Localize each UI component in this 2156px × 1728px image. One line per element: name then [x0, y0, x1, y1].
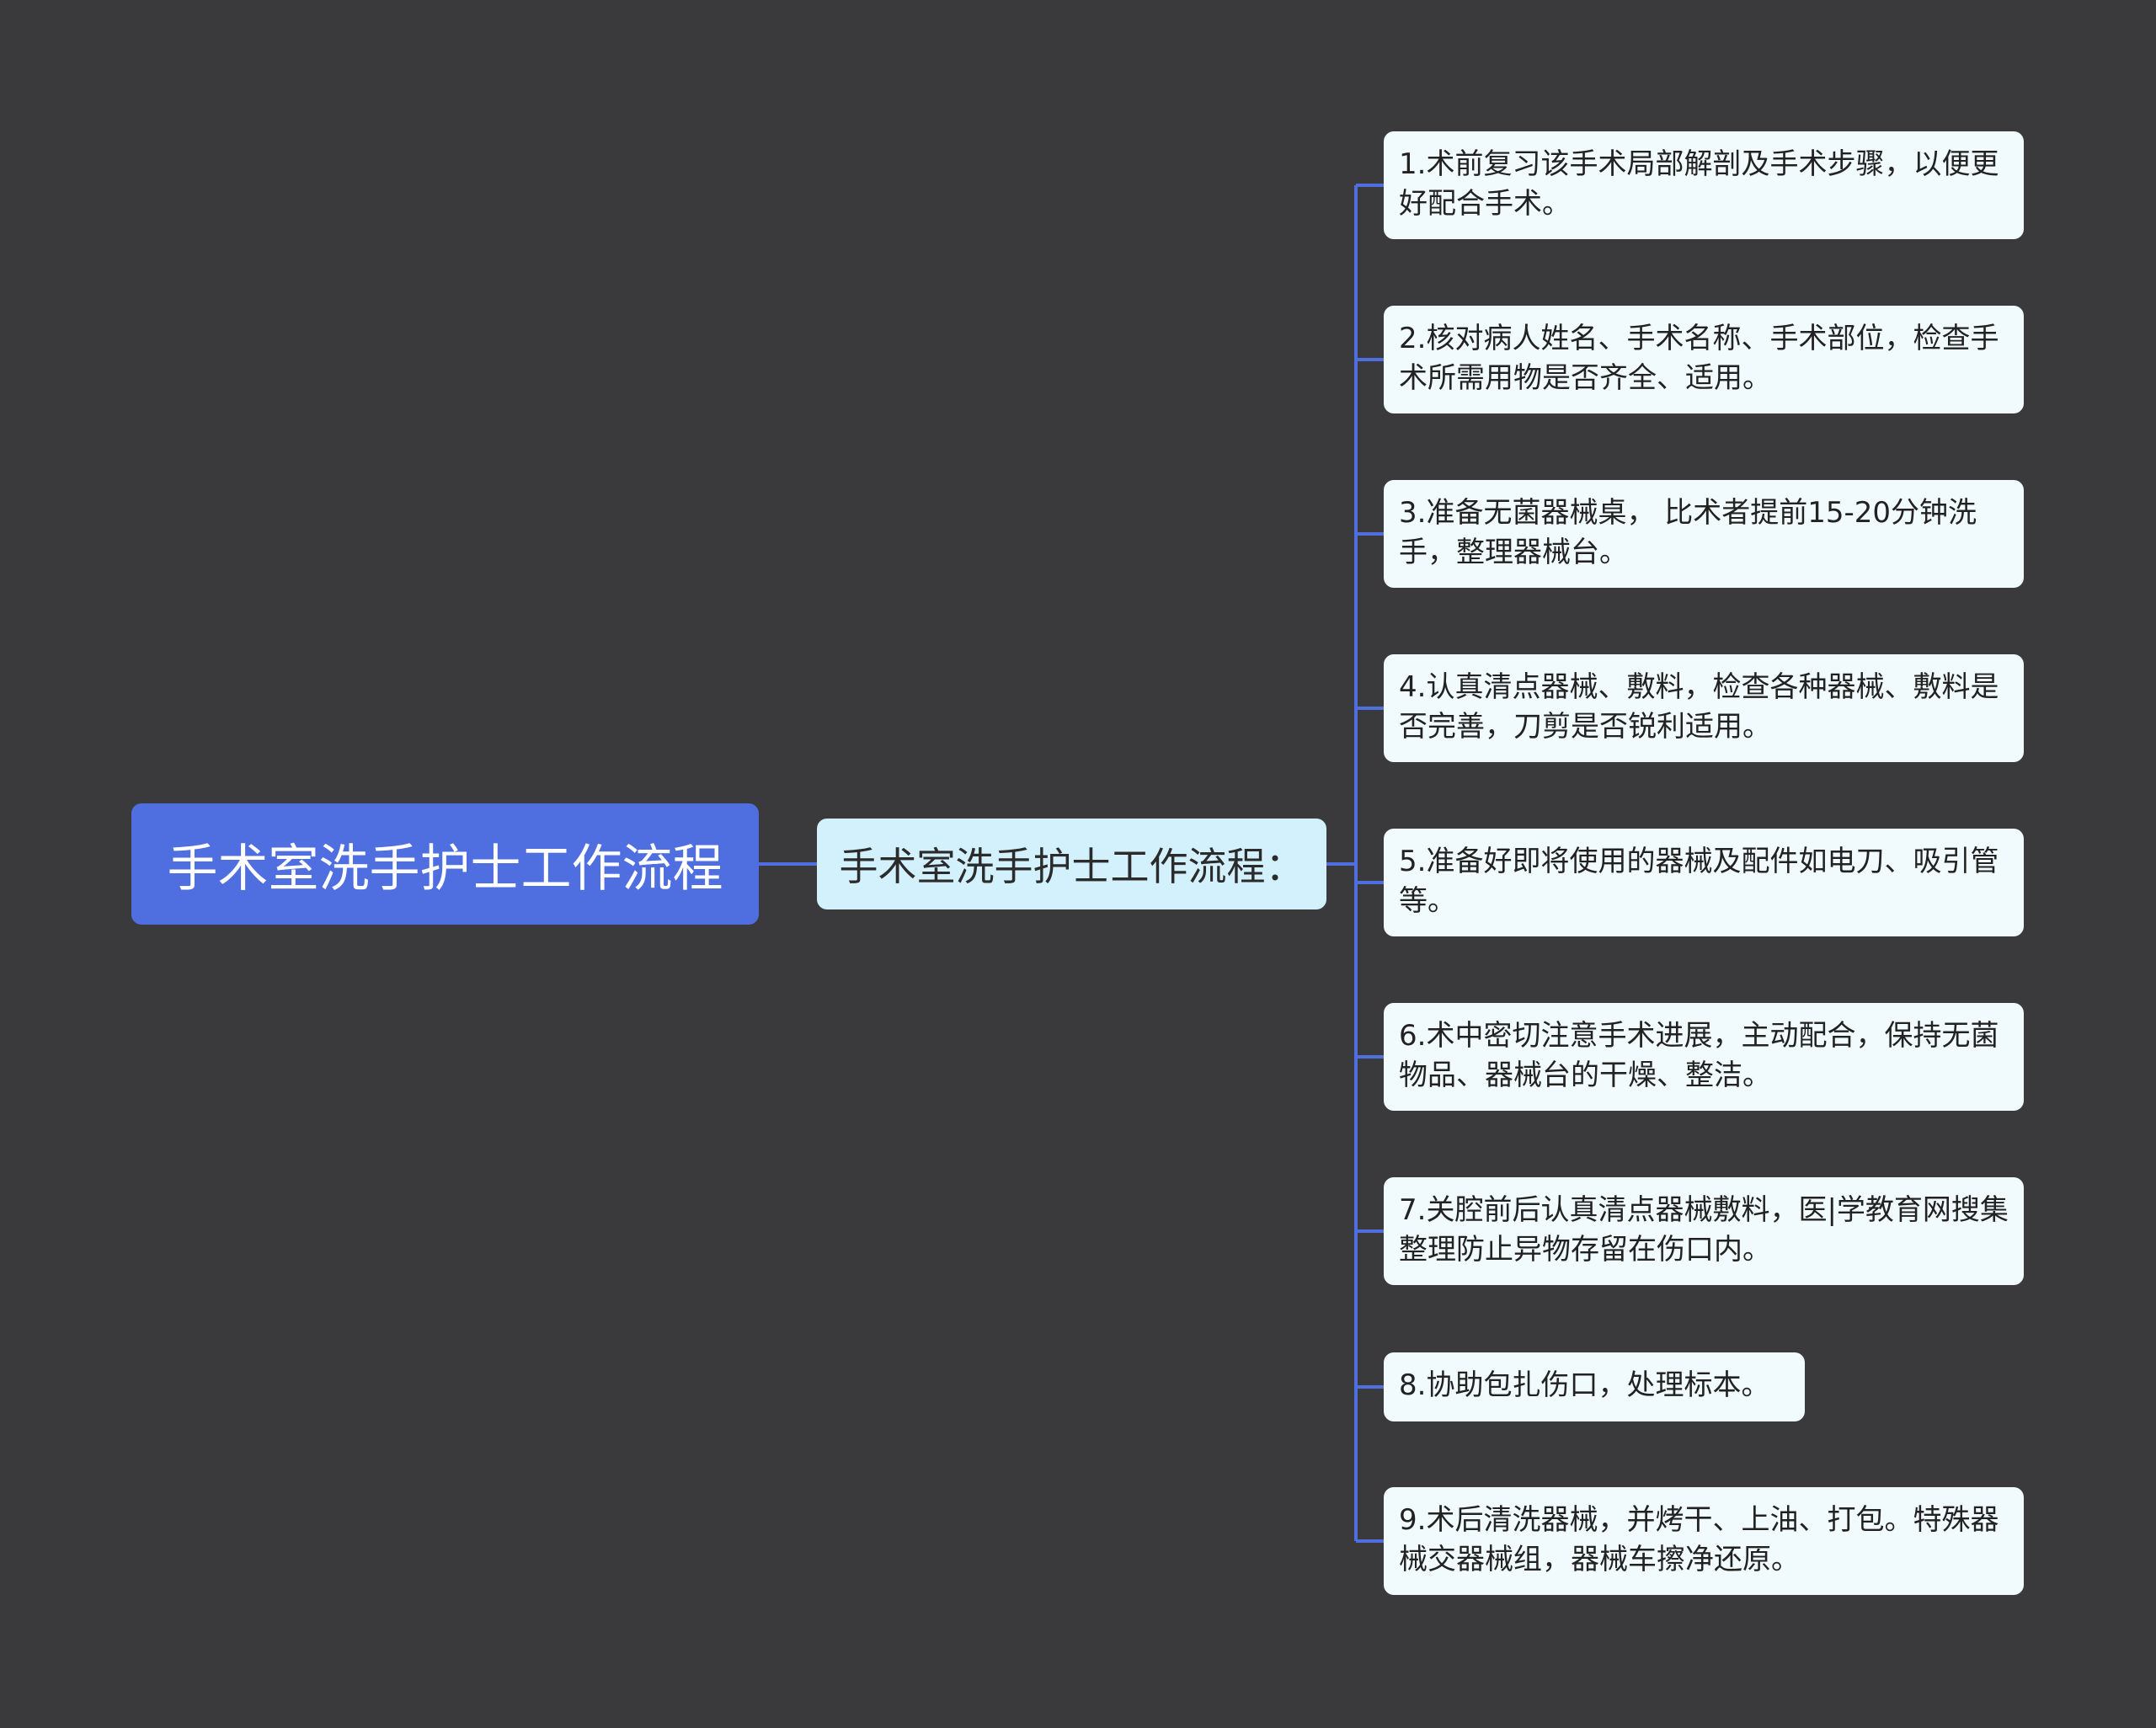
- leaf-text: 7.关腔前后认真清点器械敷料，医|学教育网搜集整理防止异物存留在伤口内。: [1399, 1193, 2009, 1267]
- leaf-text: 1.术前复习该手术局部解剖及手术步骤，以便更好配合手术。: [1399, 147, 1999, 221]
- leaf-node-step-6[interactable]: 6.术中密切注意手术进展，主动配合，保持无菌物品、器械台的干燥、整洁。: [1384, 1003, 2024, 1111]
- branch-label: 手术室洗手护士工作流程：: [839, 844, 1305, 889]
- leaf-text: 5.准备好即将使用的器械及配件如电刀、吸引管等。: [1399, 845, 1999, 918]
- leaf-text: 8.协助包扎伤口，处理标本。: [1399, 1368, 1770, 1402]
- leaf-node-step-5[interactable]: 5.准备好即将使用的器械及配件如电刀、吸引管等。: [1384, 829, 2024, 936]
- leaf-text: 2.核对病人姓名、手术名称、手术部位，检查手术所需用物是否齐全、适用。: [1399, 322, 1999, 395]
- leaf-node-step-7[interactable]: 7.关腔前后认真清点器械敷料，医|学教育网搜集整理防止异物存留在伤口内。: [1384, 1177, 2024, 1285]
- leaf-node-step-4[interactable]: 4.认真清点器械、敷料，检查各种器械、敷料是否完善，刀剪是否锐利适用。: [1384, 654, 2024, 762]
- leaf-text: 4.认真清点器械、敷料，检查各种器械、敷料是否完善，刀剪是否锐利适用。: [1399, 670, 1999, 744]
- leaf-text: 3.准备无菌器械桌， 比术者提前15-20分钟洗手，整理器械台。: [1399, 496, 1977, 569]
- leaf-text: 6.术中密切注意手术进展，主动配合，保持无菌物品、器械台的干燥、整洁。: [1399, 1019, 1999, 1092]
- leaf-text: 9.术后清洗器械，并烤干、上油、打包。特殊器械交器械组，器械车擦净还原。: [1399, 1503, 1999, 1576]
- leaf-node-step-1[interactable]: 1.术前复习该手术局部解剖及手术步骤，以便更好配合手术。: [1384, 131, 2024, 239]
- leaf-node-step-8[interactable]: 8.协助包扎伤口，处理标本。: [1384, 1352, 1805, 1421]
- leaf-node-step-3[interactable]: 3.准备无菌器械桌， 比术者提前15-20分钟洗手，整理器械台。: [1384, 480, 2024, 588]
- leaf-node-step-9[interactable]: 9.术后清洗器械，并烤干、上油、打包。特殊器械交器械组，器械车擦净还原。: [1384, 1487, 2024, 1595]
- root-label: 手术室洗手护士工作流程: [167, 839, 723, 899]
- root-node[interactable]: 手术室洗手护士工作流程: [131, 803, 759, 925]
- leaf-node-step-2[interactable]: 2.核对病人姓名、手术名称、手术部位，检查手术所需用物是否齐全、适用。: [1384, 306, 2024, 413]
- branch-node[interactable]: 手术室洗手护士工作流程：: [817, 819, 1326, 909]
